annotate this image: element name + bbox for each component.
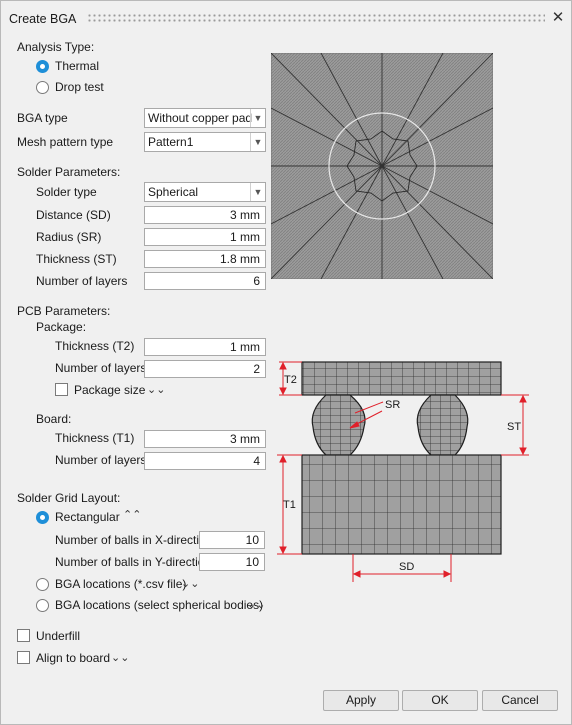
- csv-locations-label: BGA locations (*.csv file): [55, 577, 187, 591]
- bga-type-label: BGA type: [17, 111, 68, 125]
- underfill-label: Underfill: [36, 629, 81, 643]
- thermal-radio[interactable]: [36, 60, 49, 73]
- mesh-pattern-value: Pattern1: [148, 135, 194, 149]
- solder-type-value: Spherical: [148, 185, 199, 199]
- bga-cross-section-diagram: T2 SR ST T1 SD: [277, 361, 529, 582]
- chevron-double-down-icon[interactable]: ⌄⌄: [181, 578, 200, 590]
- t1-dimension-label: T1: [283, 499, 296, 511]
- pkg-layers-field[interactable]: 2: [144, 360, 266, 378]
- balls-y-field[interactable]: 10: [199, 553, 265, 571]
- radius-label: Radius (SR): [36, 230, 102, 244]
- bga-type-select[interactable]: Without copper pad ▼: [144, 108, 266, 128]
- drag-grip[interactable]: [87, 13, 545, 23]
- radius-field[interactable]: 1 mm: [144, 228, 266, 246]
- csv-locations-radio[interactable]: [36, 578, 49, 591]
- board-heading: Board:: [36, 412, 72, 426]
- solder-grid-heading: Solder Grid Layout:: [17, 491, 121, 505]
- chevron-double-down-icon[interactable]: ⌄⌄: [147, 384, 166, 396]
- thickness-st-field[interactable]: 1.8 mm: [144, 250, 266, 268]
- t2-dimension-label: T2: [284, 374, 297, 386]
- chevron-down-icon: ▼: [250, 133, 265, 151]
- board-layers-field[interactable]: 4: [144, 452, 266, 470]
- balls-y-label: Number of balls in Y-direction: [55, 555, 212, 569]
- package-heading: Package:: [36, 320, 87, 334]
- solder-type-label: Solder type: [36, 185, 97, 199]
- pkg-layers-label: Number of layers: [55, 361, 147, 375]
- cancel-button[interactable]: Cancel: [482, 690, 558, 711]
- sr-dimension-label: SR: [385, 399, 400, 411]
- sd-dimension-label: SD: [399, 561, 414, 573]
- close-icon[interactable]: ✕: [551, 9, 565, 26]
- underfill-checkbox[interactable]: [17, 629, 30, 642]
- mesh-pattern-label: Mesh pattern type: [17, 135, 114, 149]
- solder-layers-field[interactable]: 6: [144, 272, 266, 290]
- balls-x-field[interactable]: 10: [199, 531, 265, 549]
- bga-type-value: Without copper pad: [148, 111, 253, 125]
- rectangular-label: Rectangular: [55, 510, 120, 524]
- analysis-type-heading: Analysis Type:: [17, 40, 95, 54]
- drop-test-radio[interactable]: [36, 81, 49, 94]
- mesh-pattern-preview: [271, 53, 493, 279]
- drop-test-label: Drop test: [55, 80, 104, 94]
- solder-type-select[interactable]: Spherical ▼: [144, 182, 266, 202]
- board-layers-label: Number of layers: [55, 453, 147, 467]
- board-thickness-field[interactable]: 3 mm: [144, 430, 266, 448]
- distance-field[interactable]: 3 mm: [144, 206, 266, 224]
- balls-x-label: Number of balls in X-direction: [55, 533, 213, 547]
- chevron-down-icon: ▼: [250, 109, 265, 127]
- dialog-title: Create BGA: [9, 12, 77, 26]
- select-bodies-label: BGA locations (select spherical bodies): [55, 598, 264, 612]
- select-bodies-radio[interactable]: [36, 599, 49, 612]
- pkg-thickness-label: Thickness (T2): [55, 339, 135, 353]
- title-bar[interactable]: Create BGA ✕: [1, 1, 571, 35]
- chevron-down-icon: ▼: [250, 183, 265, 201]
- ok-button[interactable]: OK: [402, 690, 478, 711]
- chevron-double-up-icon[interactable]: ⌃⌃: [123, 509, 142, 521]
- apply-button-label: Apply: [345, 693, 377, 707]
- thickness-st-label: Thickness (ST): [36, 252, 117, 266]
- package-size-label: Package size: [74, 383, 146, 397]
- solder-parameters-heading: Solder Parameters:: [17, 165, 121, 179]
- cancel-button-label: Cancel: [501, 693, 539, 707]
- align-to-board-label: Align to board: [36, 651, 111, 665]
- apply-button[interactable]: Apply: [323, 690, 399, 711]
- solder-layers-label: Number of layers: [36, 274, 128, 288]
- chevron-double-down-icon[interactable]: ⌄⌄: [247, 599, 266, 611]
- thermal-label: Thermal: [55, 59, 100, 73]
- chevron-double-down-icon[interactable]: ⌄⌄: [111, 652, 130, 664]
- rectangular-radio[interactable]: [36, 511, 49, 524]
- board-thickness-label: Thickness (T1): [55, 431, 135, 445]
- distance-label: Distance (SD): [36, 208, 111, 222]
- pcb-parameters-heading: PCB Parameters:: [17, 304, 111, 318]
- mesh-pattern-select[interactable]: Pattern1 ▼: [144, 132, 266, 152]
- align-to-board-checkbox[interactable]: [17, 651, 30, 664]
- pkg-thickness-field[interactable]: 1 mm: [144, 338, 266, 356]
- st-dimension-label: ST: [507, 421, 521, 433]
- package-size-checkbox[interactable]: [55, 383, 68, 396]
- ok-button-label: OK: [431, 693, 449, 707]
